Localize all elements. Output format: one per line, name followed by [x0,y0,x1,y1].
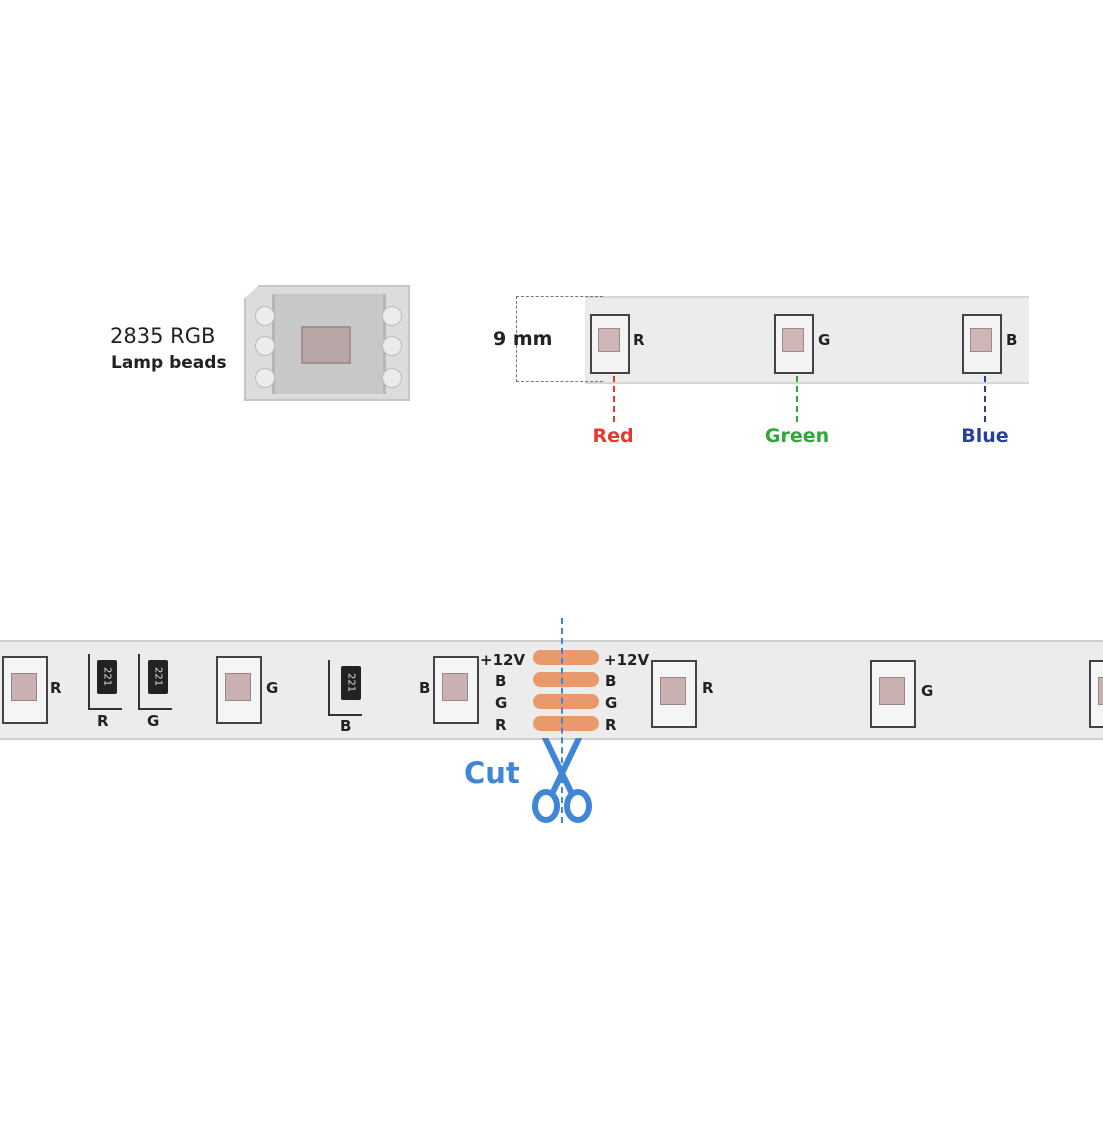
cut-label: Cut [464,756,520,790]
led-bottom-r [651,660,697,728]
bead-subtitle: Lamp beads [111,353,227,373]
led-bottom-b [433,656,479,724]
width-dimension-lines [516,296,603,382]
pad-label-g: G [605,694,618,712]
red-leader-line [613,376,615,422]
led-red [590,314,630,374]
led-letter: B [419,679,431,697]
solder-pad-r [533,716,599,731]
resistor-b: 221 [341,666,361,700]
label-green: Green [764,425,830,447]
resistor-frame [328,660,362,716]
led-bottom-edge [1089,660,1103,728]
green-leader-line [796,376,798,422]
resistor-label: G [147,712,160,730]
pad-label-b: B [605,672,617,690]
led-letter-red: R [633,331,645,349]
resistor-label: B [340,717,352,735]
led-letter: R [50,679,62,697]
resistor-r: 221 [97,660,117,694]
led-letter: R [702,679,714,697]
pad-label-12v: +12V [480,651,526,669]
bead-pin [382,306,402,326]
label-blue: Blue [961,425,1009,447]
resistor-frame [138,654,172,710]
bead-pin [255,306,275,326]
resistor-frame [88,654,122,710]
bead-pin [255,336,275,356]
pad-label-b: B [495,672,507,690]
bead-pin [382,368,402,388]
led-letter-green: G [818,331,831,349]
solder-pad-12v [533,650,599,665]
led-bottom-g [216,656,262,724]
blue-leader-line [984,376,986,422]
bead-pin [255,368,275,388]
led-letter: G [921,682,934,700]
led-green [774,314,814,374]
pad-label-r: R [605,716,617,734]
cut-line [561,618,563,823]
solder-pad-g [533,694,599,709]
led-letter: G [266,679,279,697]
bead-title: 2835 RGB [110,324,216,348]
resistor-g: 221 [148,660,168,694]
led-bottom-g [870,660,916,728]
led-letter-blue: B [1006,331,1018,349]
pad-label-r: R [495,716,507,734]
scissors-icon [532,738,592,823]
solder-pad-b [533,672,599,687]
bead-pin [382,336,402,356]
pad-label-12v: +12V [604,651,650,669]
label-red: Red [592,425,634,447]
bead-chip [301,326,351,364]
led-blue [962,314,1002,374]
resistor-label: R [97,712,109,730]
width-label: 9 mm [493,328,553,350]
led-bottom-r [2,656,48,724]
pad-label-g: G [495,694,508,712]
